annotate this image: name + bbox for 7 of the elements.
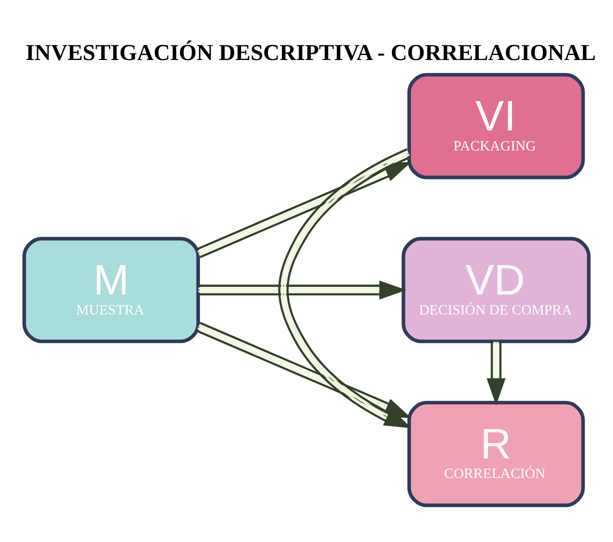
node-box: VD DECISIÓN DE COMPRA — [402, 236, 591, 343]
diagram-title: INVESTIGACIÓN DESCRIPTIVA - CORRELACIONAL — [26, 40, 596, 65]
arrow — [486, 341, 506, 405]
node-box: VI PACKAGING — [407, 72, 585, 179]
node-box: R CORRELACIÓN — [407, 400, 585, 507]
arrow — [198, 280, 406, 300]
node-box: M MUESTRA — [22, 236, 200, 343]
